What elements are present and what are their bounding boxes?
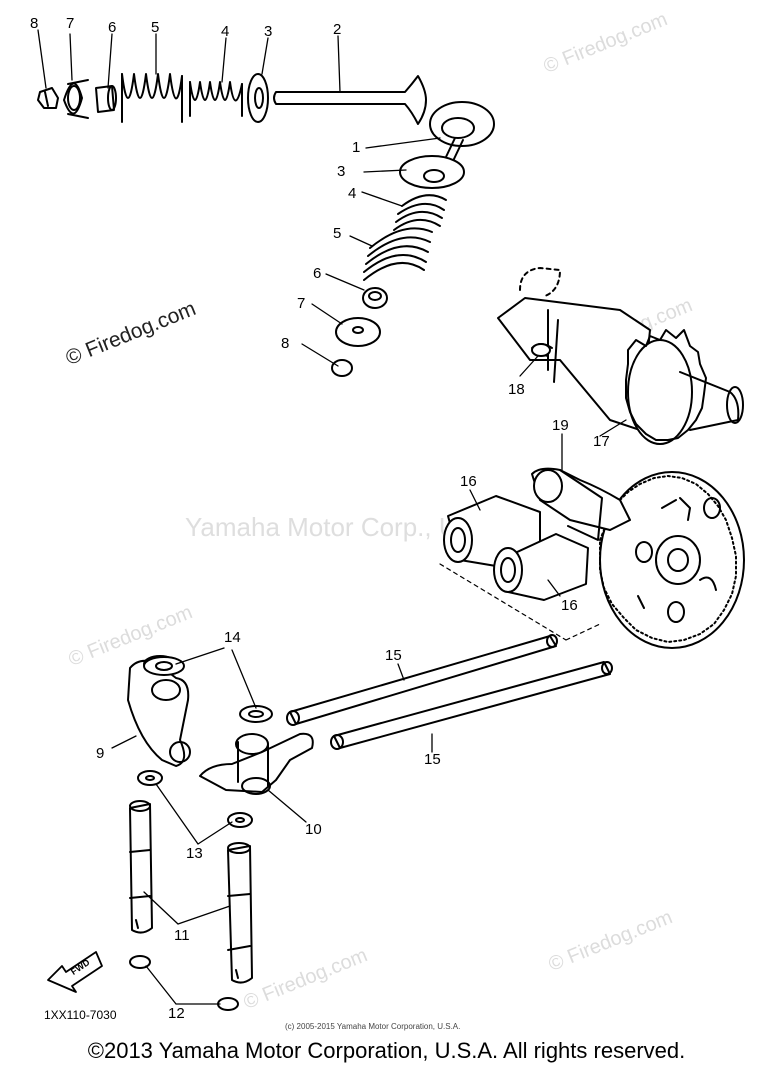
valve-seat-top	[95, 85, 117, 113]
callout-8-diag: 8	[281, 335, 290, 352]
callout-5-top: 5	[151, 19, 160, 36]
callout-5-diag: 5	[333, 225, 342, 242]
callout-3-diag: 3	[337, 163, 346, 180]
callout-6-diag: 6	[313, 265, 322, 282]
small-copyright: (c) 2005-2015 Yamaha Motor Corporation, …	[285, 1022, 461, 1031]
spring-seat-top	[247, 73, 269, 123]
valve-cotter-top	[37, 87, 59, 109]
part-code: 1XX110-7030	[44, 1008, 117, 1022]
callout-15-lower: 15	[424, 751, 441, 768]
callout-3-top: 3	[264, 23, 273, 40]
callout-7-top: 7	[66, 15, 75, 32]
valve-top	[273, 75, 427, 125]
footer-copyright: ©2013 Yamaha Motor Corporation, U.S.A. A…	[87, 1038, 686, 1063]
callout-9: 9	[96, 745, 105, 762]
crank-gear-shaft	[497, 267, 744, 445]
pin-18	[531, 343, 551, 357]
outer-spring-diagonal	[363, 227, 433, 281]
outer-spring-top	[121, 73, 183, 123]
washer-14b	[239, 705, 273, 723]
callout-13: 13	[186, 845, 203, 862]
callout-14: 14	[224, 629, 241, 646]
callout-15-upper: 15	[385, 647, 402, 664]
camshaft-gear	[531, 467, 745, 649]
callout-10: 10	[305, 821, 322, 838]
rocker-shaft-left	[129, 800, 153, 934]
washer-14a	[143, 656, 185, 676]
callout-4-diag: 4	[348, 185, 357, 202]
callout-19: 19	[552, 417, 569, 434]
valve-retainer-top	[63, 79, 89, 119]
rocker-arm-10	[199, 732, 314, 795]
lifter-upper	[443, 495, 541, 567]
valve-cotter-diagonal	[331, 359, 353, 377]
callout-12: 12	[168, 1005, 185, 1022]
callout-7-diag: 7	[297, 295, 306, 312]
callout-16-lower: 16	[561, 597, 578, 614]
o-ring-12b	[217, 997, 239, 1011]
callout-2: 2	[333, 21, 342, 38]
inner-spring-diagonal	[393, 194, 447, 231]
pushrod-lower	[330, 661, 613, 750]
o-ring-12a	[129, 955, 151, 969]
callout-17: 17	[593, 433, 610, 450]
callout-16-upper: 16	[460, 473, 477, 490]
washer-13b	[227, 812, 253, 828]
spring-seat-diagonal	[399, 155, 465, 189]
callout-1: 1	[352, 139, 361, 156]
callout-6-top: 6	[108, 19, 117, 36]
callout-8-top: 8	[30, 15, 39, 32]
valve-diagonal	[429, 101, 495, 181]
callout-11: 11	[174, 927, 190, 944]
guide-dashed-box	[439, 563, 601, 641]
valve-retainer-diagonal	[335, 317, 381, 347]
leader-lines	[37, 29, 627, 1005]
inner-spring-top	[189, 81, 243, 117]
pushrod-upper	[286, 634, 558, 726]
valve-seat-diagonal	[362, 287, 388, 309]
callout-4-top: 4	[221, 23, 230, 40]
fwd-arrow-icon	[47, 951, 103, 993]
washer-13a	[137, 770, 163, 786]
callout-18: 18	[508, 381, 525, 398]
rocker-shaft-right	[227, 842, 253, 984]
lifter-lower	[493, 533, 589, 601]
